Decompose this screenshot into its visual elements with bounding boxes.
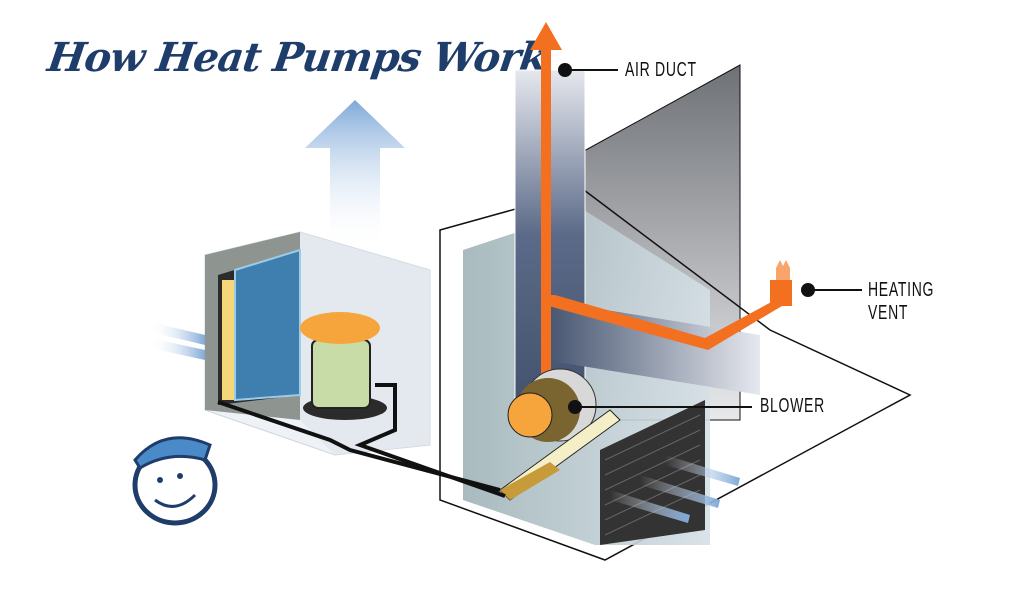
refrigerant-lines [217, 383, 506, 498]
return-air-arrow-icon [665, 455, 740, 486]
hot-air-arrow-head-icon [530, 22, 562, 50]
leader-lines [558, 63, 862, 414]
blower-fan-icon [507, 392, 553, 438]
air-duct-label: AIR DUCT [625, 59, 697, 81]
hot-air-arrow [541, 45, 551, 390]
indoor-unit [439, 22, 912, 561]
outdoor-unit [150, 100, 431, 456]
compressor [311, 339, 371, 409]
heating-duct-flow [545, 295, 782, 350]
coil-fins [222, 280, 234, 400]
warm-air-up-arrow-icon [305, 100, 405, 250]
coil-grid [234, 248, 301, 402]
technician-mascot-icon [132, 436, 218, 526]
blower-label: BLOWER [760, 395, 825, 417]
heating-vent-label: HEATING VENT [868, 279, 935, 324]
return-grill [600, 400, 705, 545]
cold-air-arrow-icon [150, 322, 205, 345]
fan-icon [300, 312, 380, 344]
